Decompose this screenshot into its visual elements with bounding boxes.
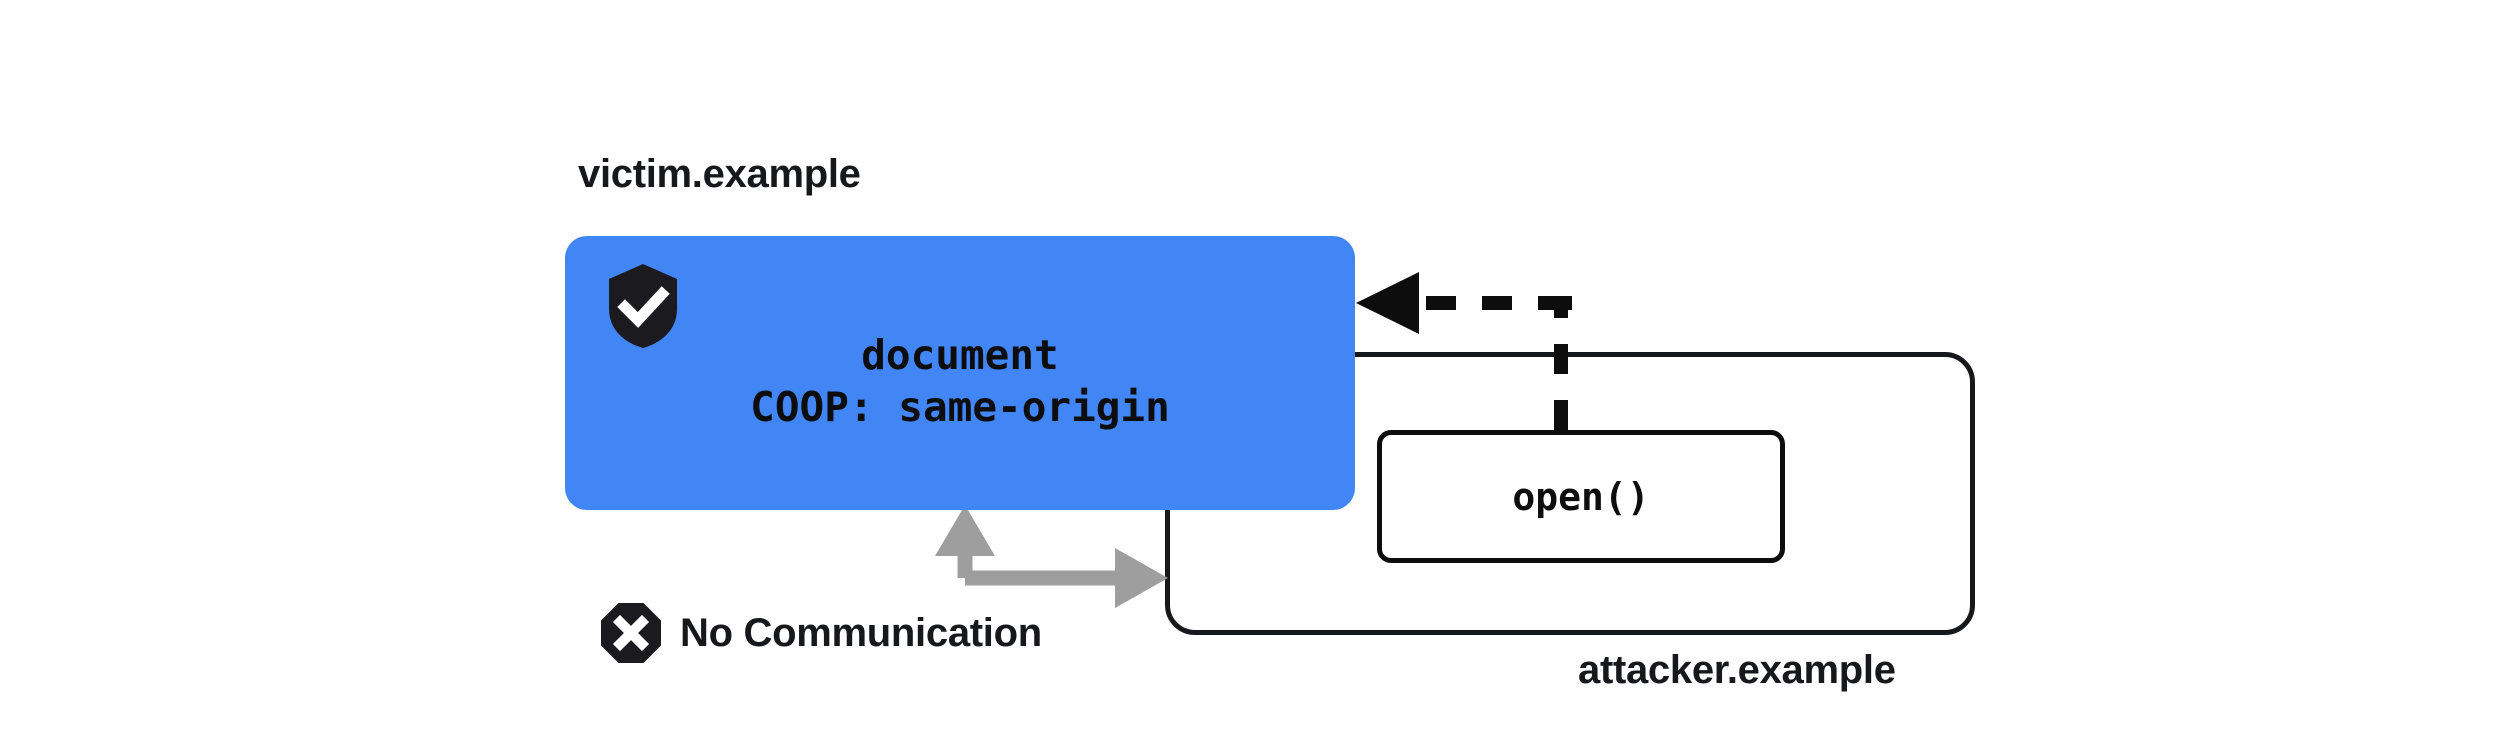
no-communication-group: No Communication: [600, 602, 1042, 664]
victim-line-coop: COOP: same-origin: [750, 383, 1170, 431]
open-call-box[interactable]: open(): [1377, 430, 1785, 563]
victim-document-box: document COOP: same-origin: [565, 236, 1355, 510]
no-communication-label: No Communication: [680, 610, 1042, 655]
attacker-origin-label: attacker.example: [1578, 648, 1896, 692]
octagon-x-icon: [601, 603, 661, 663]
open-call-label: open(): [1512, 474, 1650, 519]
victim-origin-label: victim.example: [578, 152, 861, 196]
victim-line-document: document: [861, 330, 1059, 379]
shield-check-icon: [609, 264, 677, 348]
victim-box-text: document COOP: same-origin: [565, 236, 1355, 510]
